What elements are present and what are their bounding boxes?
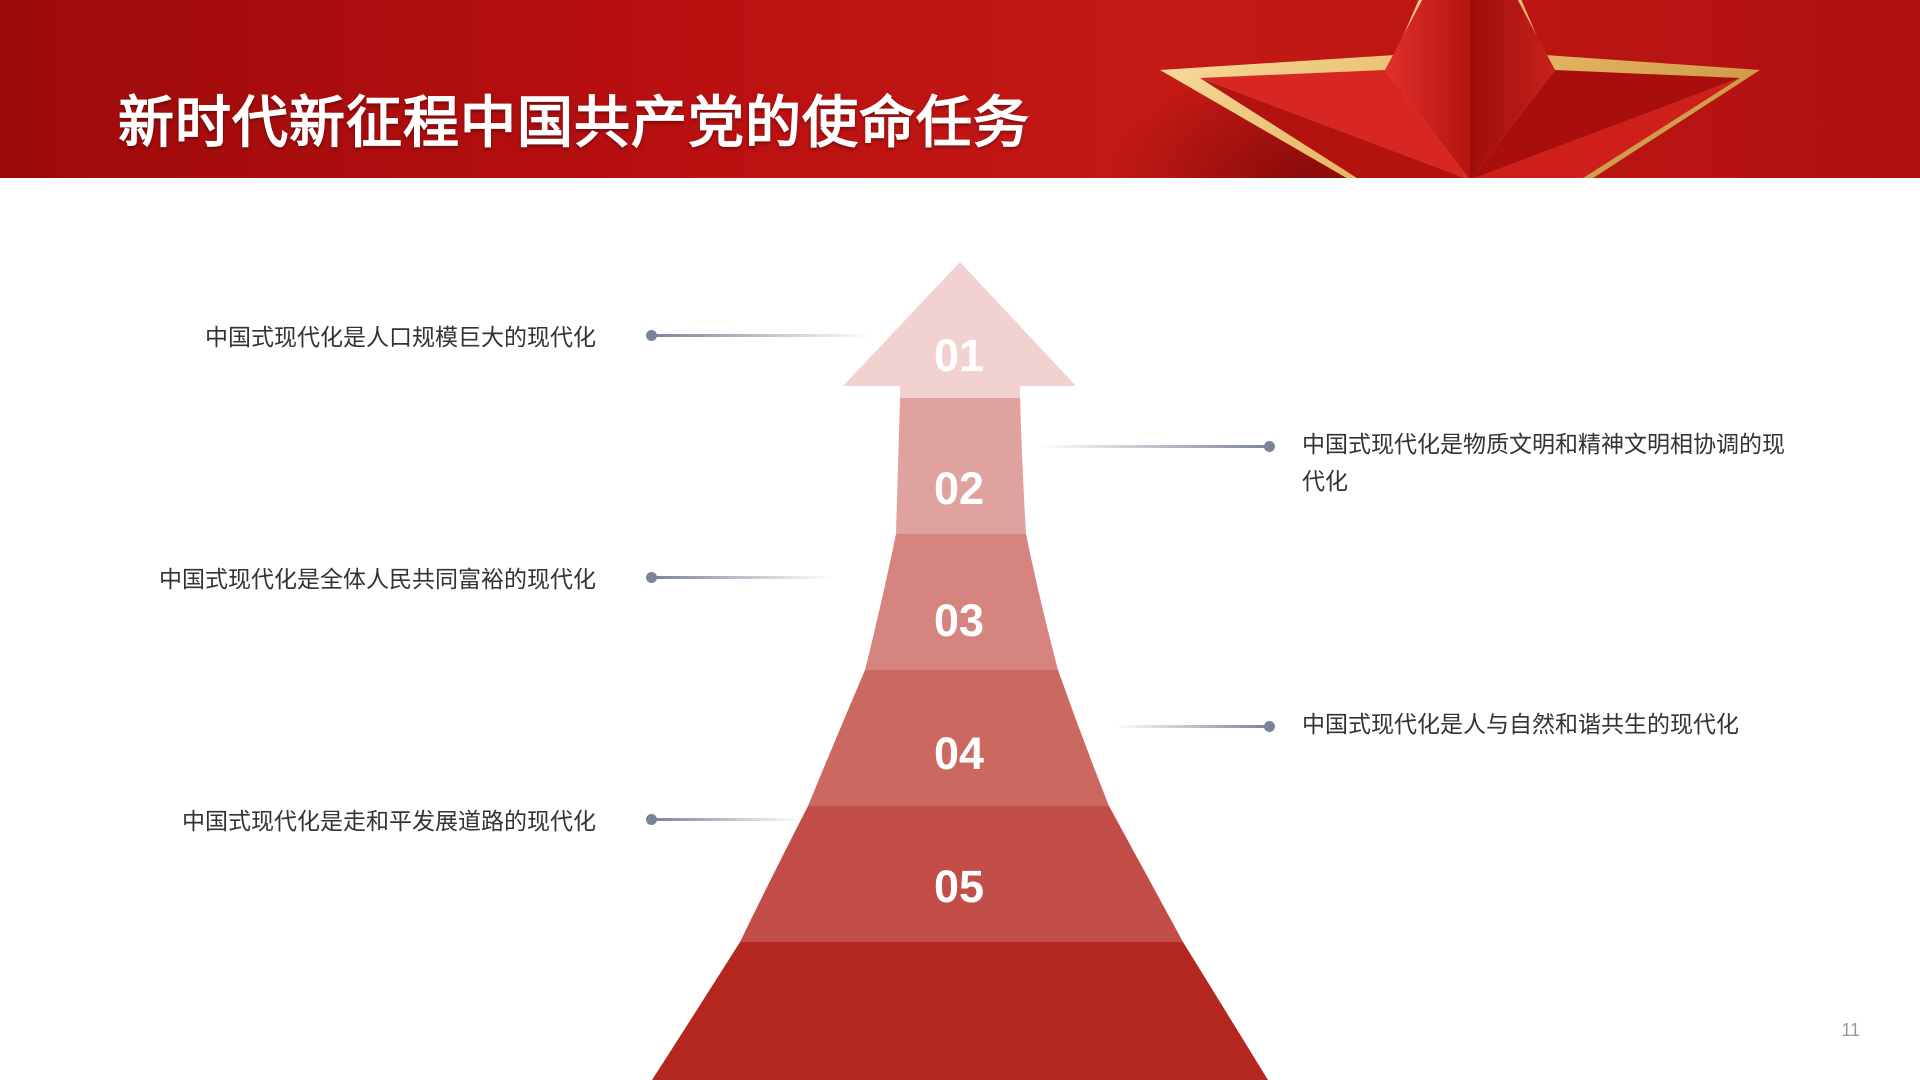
arrow-head-01: [843, 262, 1076, 398]
step-text-05: 中国式现代化是走和平发展道路的现代化: [182, 809, 596, 835]
connector-line-03: [652, 576, 832, 579]
step-number-03: 03: [933, 595, 985, 646]
connector-dot-05: [646, 814, 657, 825]
connector-dot-01: [646, 330, 657, 341]
step-number-05: 05: [933, 861, 985, 912]
connector-dot-02: [1264, 441, 1275, 452]
step-text-04: 中国式现代化是人与自然和谐共生的现代化: [1302, 712, 1739, 738]
arrow-segment-05: [740, 806, 1183, 942]
connector-line-01: [652, 334, 872, 337]
arrow-segment-03: [865, 534, 1058, 670]
arrow-segment-02: [896, 398, 1026, 534]
connector-line-02: [1040, 445, 1270, 448]
connector-dot-03: [646, 572, 657, 583]
step-number-02: 02: [933, 463, 985, 514]
step-number-01: 01: [933, 330, 985, 381]
header-banner: 新时代新征程中国共产党的使命任务: [0, 0, 1920, 178]
page-number: 11: [1841, 1020, 1860, 1040]
arrow-base-segment: [652, 942, 1268, 1080]
step-text-03: 中国式现代化是全体人民共同富裕的现代化: [159, 567, 596, 593]
step-number-04: 04: [933, 728, 985, 779]
connector-line-05: [652, 818, 802, 821]
arrow-segment-04: [808, 670, 1109, 806]
connector-dot-04: [1264, 721, 1275, 732]
step-text-02: 中国式现代化是物质文明和精神文明相协调的现代化: [1302, 432, 1785, 495]
step-text-01: 中国式现代化是人口规模巨大的现代化: [205, 325, 596, 351]
connector-line-04: [1115, 725, 1270, 728]
star-emblem-icon: [1160, 0, 1760, 178]
page-title: 新时代新征程中国共产党的使命任务: [118, 91, 1030, 156]
